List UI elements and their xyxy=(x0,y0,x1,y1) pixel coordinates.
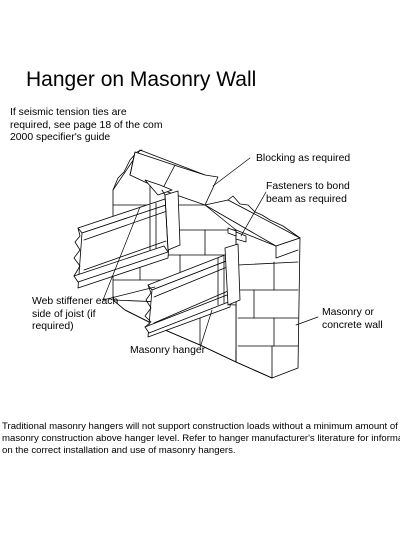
footnote-line-3: on the correct installation and use of m… xyxy=(2,445,236,456)
callout-web-stiffener-line-1: Web stiffener each xyxy=(32,296,119,307)
lower-joist xyxy=(144,252,235,338)
page-title: Hanger on Masonry Wall xyxy=(26,68,257,91)
upper-hanger xyxy=(149,189,181,251)
callout-fasteners-line-2: beam as required xyxy=(266,193,347,205)
callout-fasteners: Fasteners to bond beam as required xyxy=(266,181,350,206)
lower-hanger xyxy=(217,243,241,306)
seismic-note: If seismic tension ties are required, se… xyxy=(10,107,163,145)
callout-fasteners-line-1: Fasteners to bond xyxy=(266,181,350,192)
footnote-line-2: masonry construction above hanger level.… xyxy=(2,433,400,444)
callout-masonry-wall-line-2: concrete wall xyxy=(322,319,383,331)
callout-web-stiffener-line-2: side of joist (if xyxy=(32,308,96,320)
footnote: Traditional masonry hangers will not sup… xyxy=(2,421,400,457)
callout-web-stiffener-line-3: required) xyxy=(32,321,74,332)
blocking xyxy=(129,151,219,206)
callout-web-stiffener: Web stiffener each side of joist (if req… xyxy=(32,296,118,334)
seismic-note-line-2: required, see page 18 of the com xyxy=(10,119,163,131)
callout-masonry-hanger: Masonry hanger xyxy=(130,345,206,356)
callout-masonry-wall: Masonry or concrete wall xyxy=(322,307,383,332)
bond-beam-fasteners xyxy=(144,179,247,243)
callout-masonry-wall-line-1: Masonry or xyxy=(322,307,374,318)
footnote-line-1: Traditional masonry hangers will not sup… xyxy=(2,421,400,432)
callout-blocking: Blocking as required xyxy=(256,153,351,164)
leader-lines xyxy=(102,157,319,349)
seismic-note-line-3: 2000 specifier's guide xyxy=(10,132,111,143)
seismic-note-line-1: If seismic tension ties are xyxy=(10,107,127,118)
